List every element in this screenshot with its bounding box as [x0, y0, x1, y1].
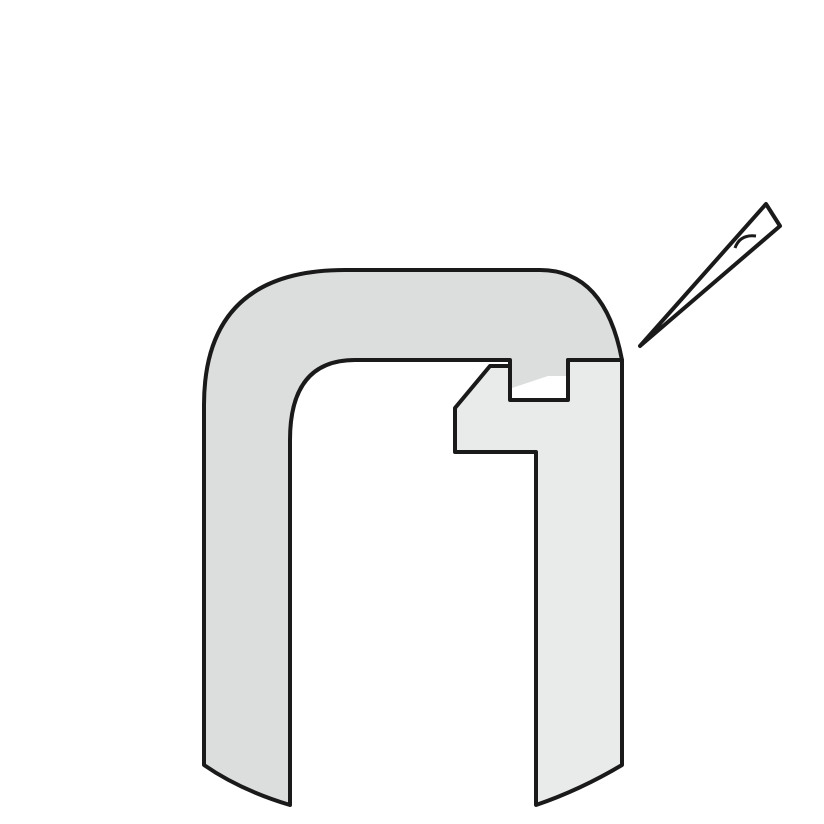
insert-piece-shape [453, 358, 624, 807]
probe-tool-tip-detail [733, 234, 757, 249]
housing-arch-shape [202, 268, 624, 807]
probe-tool-icon [638, 202, 782, 348]
slot-gap-shape [512, 376, 566, 398]
